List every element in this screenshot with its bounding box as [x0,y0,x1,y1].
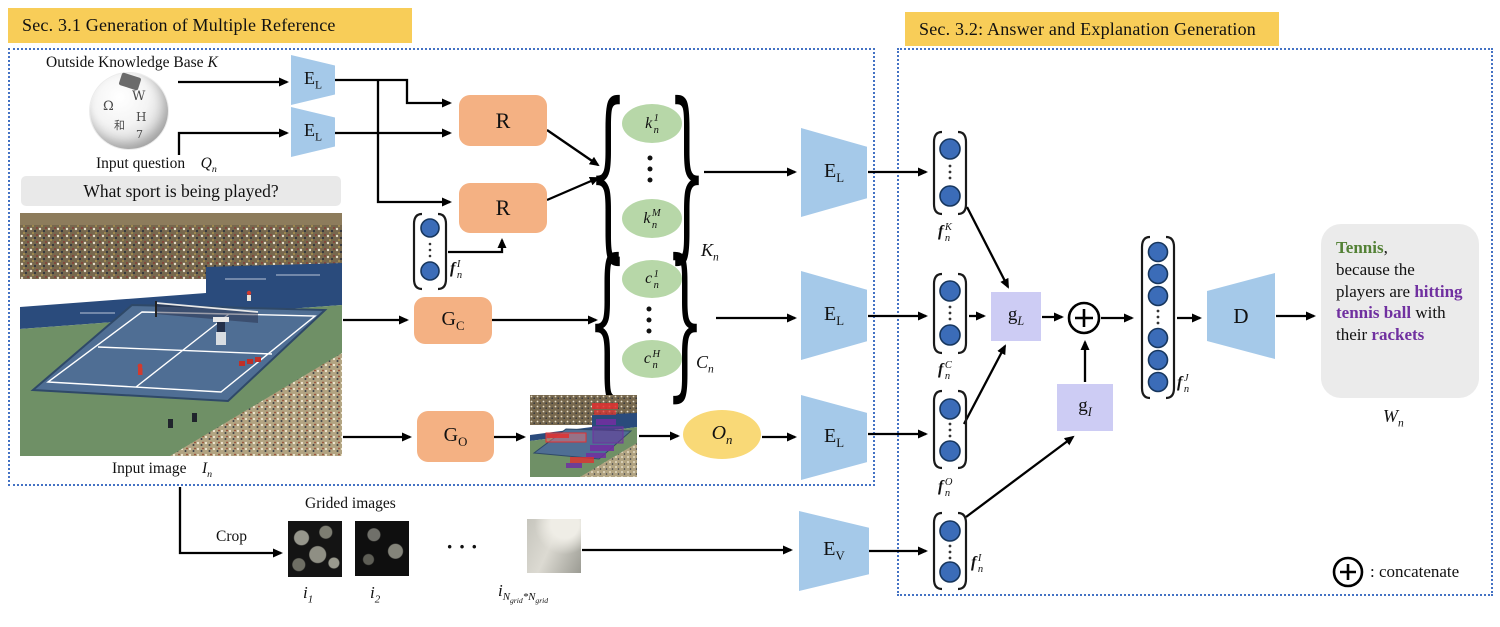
retriever-r1: R [459,95,547,146]
grid-crop-2 [355,521,409,576]
input-image-symbol: In [201,460,213,481]
section-3-2-box [897,48,1493,596]
grid-crop-last-label: iNgrid*Ngrid [498,581,549,606]
answer-output-box: Tennis, because the players are hitting … [1321,224,1479,398]
section-3-2-title: Sec. 3.2: Answer and Explanation Generat… [919,18,1257,39]
k-set-open-brace: { [589,64,628,280]
explanation-highlight-2: rackets [1371,325,1425,344]
el-caption-label: EL [823,302,845,328]
c-set-close-brace: } [666,225,705,417]
gl-label: gL [1007,304,1025,328]
section-3-2-header: Sec. 3.2: Answer and Explanation Generat… [905,12,1279,46]
output-sequence-label: Wn [1383,406,1404,430]
c-set-open-brace: { [588,225,627,417]
caption-generator-gc: GC [414,297,492,344]
kb-symbol: K [207,54,218,71]
explanation-plain-2: with their [1336,303,1446,344]
grid-crop-last [527,519,581,573]
arrows [177,77,1316,558]
ev-label: EV [823,538,845,563]
decoder-d-label: D [1233,303,1249,328]
vector-brackets [412,130,1176,591]
grid-crop-2-label: i2 [370,583,381,606]
explanation-highlight-1: hitting tennis ball [1336,281,1463,323]
legend-concat-icon [1332,556,1364,588]
gi-label: gI [1078,395,1092,419]
object-set-on: On [683,410,761,459]
section-3-1-box [8,48,875,486]
section-3-1-header: Sec. 3.1 Generation of Multiple Referenc… [8,8,412,43]
crop-arrow-label: Crop [216,528,247,545]
gc-label: GC [441,307,465,333]
question-text-box: What sport is being played? [21,176,341,206]
input-image-label: Input image In [112,460,213,481]
go-label: GO [443,423,468,449]
detection-image [530,395,637,477]
explanation-plain-1: because the players are [1336,259,1415,301]
vector-ellipsis-dots [428,164,1160,560]
encoder-el-question-label: EL [303,120,323,144]
el-knowledge-label: EL [823,159,845,185]
retriever-r2-label: R [495,195,511,220]
grided-images-title: Grided images [305,495,396,512]
grid-crop-1-label: i1 [303,583,314,606]
k-set-close-brace: } [668,64,707,280]
object-generator-go: GO [417,411,494,462]
kb-label: Outside Knowledge Base K [46,54,218,71]
set-braces: { } { } [588,64,707,417]
answer-text: Tennis [1336,238,1384,257]
encoder-el-kb-label: EL [303,68,323,92]
vector-units [420,138,1169,583]
question-symbol: Qn [200,155,217,176]
question-label: Input question Qn [96,155,217,176]
input-image [20,213,342,456]
grid-crop-dots: ··· [446,534,484,559]
wikipedia-globe-icon: Ω W H 和 7 [90,72,168,149]
el-object-label: EL [823,424,845,450]
question-text: What sport is being played? [83,180,279,201]
retriever-r1-label: R [495,107,511,133]
section-3-1-title: Sec. 3.1 Generation of Multiple Referenc… [22,15,336,35]
c-set-label: Cn [696,352,714,376]
set-ellipsis-dots [646,155,653,334]
on-label: On [711,421,733,447]
gate-gi: gI [1057,384,1113,431]
grid-crop-1 [288,521,342,577]
gate-gl: gL [991,292,1041,341]
concat-symbol [1067,301,1101,335]
retriever-r2: R [459,183,547,233]
k-set-label: Kn [701,240,719,264]
legend-concat-text: : concatenate [1370,562,1460,581]
